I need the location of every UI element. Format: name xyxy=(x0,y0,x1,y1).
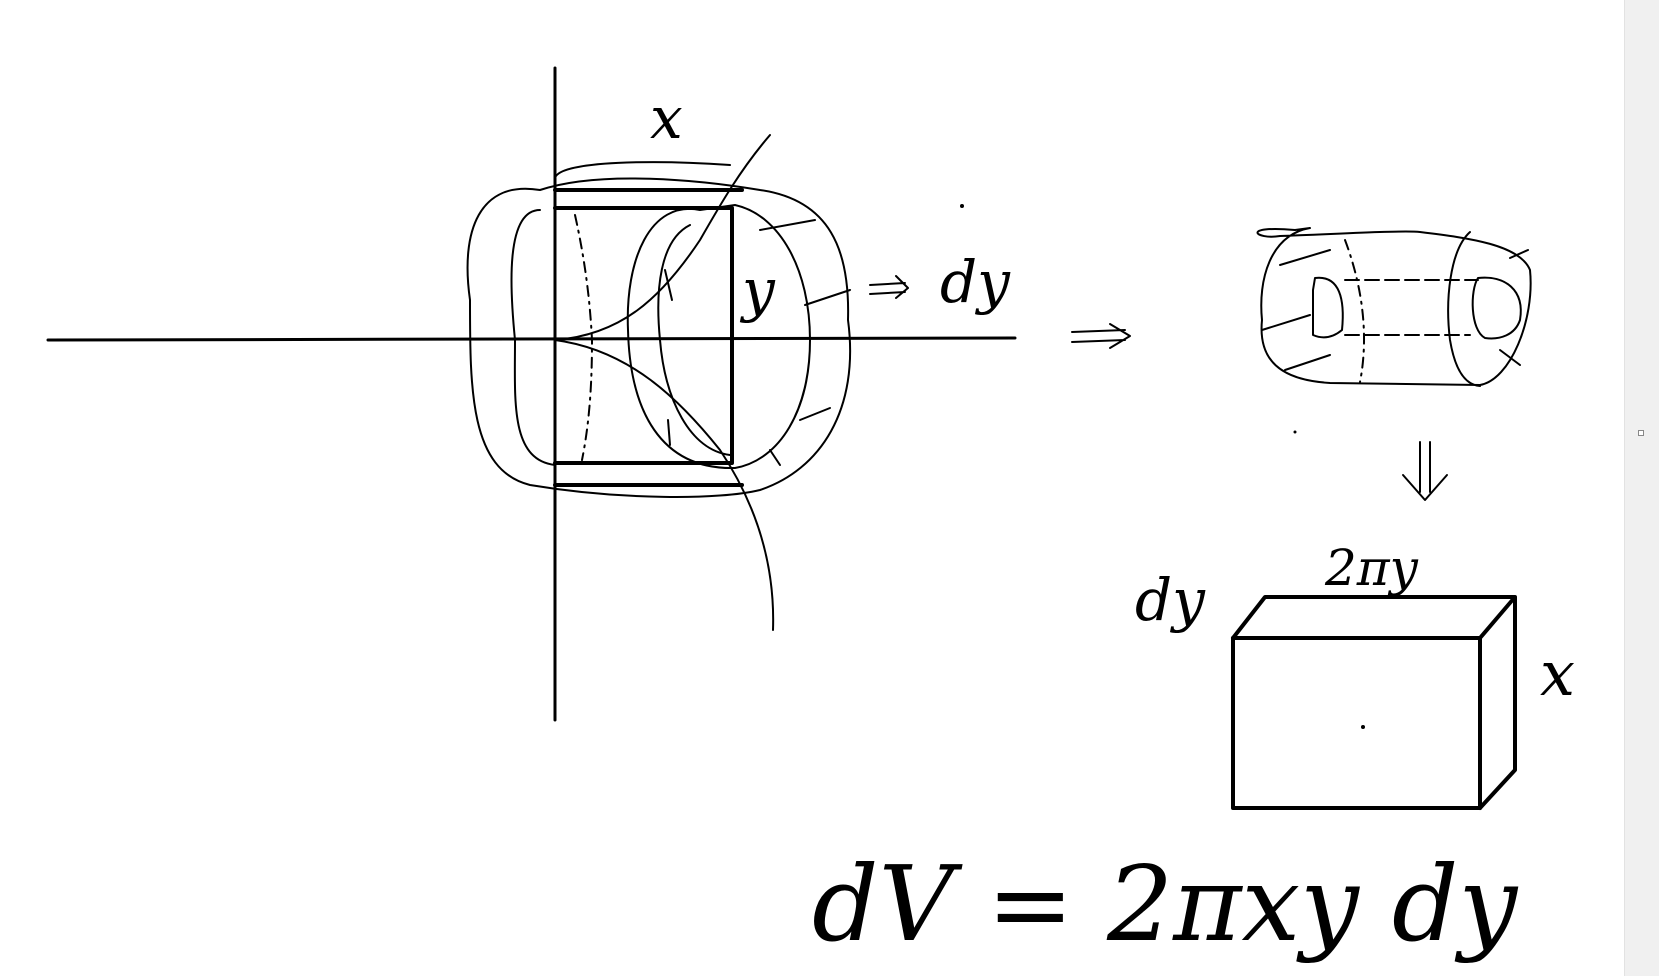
shell-ellipse-inner xyxy=(657,224,731,456)
ink-dot xyxy=(1293,430,1297,434)
inner-solid-outline xyxy=(510,209,556,466)
outer-solid-outline xyxy=(466,177,852,498)
shell-tick xyxy=(799,407,831,421)
cylinder-hidden-lines xyxy=(1344,279,1479,336)
cyl-hatch xyxy=(1261,314,1311,331)
drawing-canvas: x y dy 2πy dy x dV = 2πxy dy xyxy=(46,66,1575,965)
label-dy-side: dy xyxy=(940,248,1011,316)
box-front-face xyxy=(1231,636,1482,810)
x-axis xyxy=(46,336,1017,342)
shell-tick xyxy=(804,289,851,306)
arrow-right-icon xyxy=(1071,323,1131,349)
cylinder-front-hole xyxy=(1471,276,1522,340)
label-x-top: x xyxy=(650,84,683,152)
vertical-scrollbar[interactable] xyxy=(1624,0,1659,976)
shell-ellipse-outer xyxy=(626,204,811,470)
arrow-down-icon xyxy=(1402,441,1448,501)
shell-rect-inner xyxy=(553,206,734,465)
top-cap xyxy=(554,161,731,179)
box-label-top: 2πy xyxy=(1324,539,1419,597)
curve-upper xyxy=(554,134,771,341)
shell-tick xyxy=(667,419,671,446)
cyl-hatch xyxy=(1279,249,1331,266)
shell-tick xyxy=(664,269,673,301)
curve-lower xyxy=(554,339,775,631)
ink-dot xyxy=(1361,725,1365,729)
cylinder-back-hole xyxy=(1312,276,1344,339)
cyl-hatch xyxy=(1509,249,1529,259)
cylinder-hidden-rim xyxy=(1344,239,1365,383)
cyl-hatch xyxy=(1499,349,1521,366)
box-label-left: dy xyxy=(1135,566,1206,634)
sketch: x y dy 2πy dy x dV = 2πxy dy xyxy=(46,66,1575,965)
box-label-right: x xyxy=(1540,637,1575,710)
cyl-hatch xyxy=(1284,354,1331,371)
shell-tick xyxy=(769,449,781,466)
cylinder-front-rim xyxy=(1447,231,1481,387)
shell-rect-outer xyxy=(553,188,744,487)
ink-dot xyxy=(960,204,964,208)
label-y-axis: y xyxy=(739,256,776,324)
box-depth-edges xyxy=(1231,595,1517,810)
hidden-edge-left xyxy=(574,214,593,461)
shell-tick xyxy=(759,219,816,231)
scrollbar-marker[interactable] xyxy=(1638,430,1644,436)
cylinder-outline xyxy=(1256,227,1532,386)
dy-arrow-icon xyxy=(869,275,909,299)
volume-formula: dV = 2πxy dy xyxy=(812,843,1518,965)
